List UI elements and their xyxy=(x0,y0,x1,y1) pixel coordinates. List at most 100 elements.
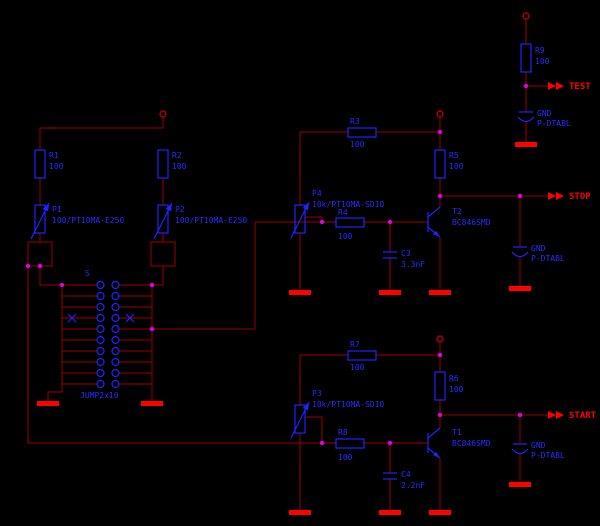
ref-label: C3 xyxy=(401,249,411,258)
wiper-arrowhead xyxy=(42,203,49,212)
no-connect-x-icon xyxy=(125,313,135,323)
connector-pin xyxy=(96,346,105,356)
value-label: 2.2nF xyxy=(401,481,425,490)
value-label: JUMP2x10 xyxy=(80,391,119,400)
value-label: 10k/PT10MA-SD10 xyxy=(312,200,384,209)
connector-pin xyxy=(111,280,120,290)
arrow-icon xyxy=(556,82,564,90)
wiper-arrowhead xyxy=(302,202,309,211)
junction-dot xyxy=(149,326,155,332)
connector-pin xyxy=(111,313,120,323)
junction-dot xyxy=(319,219,325,225)
signal-label-stop: STOP xyxy=(569,192,591,202)
connector-pin xyxy=(96,302,105,312)
resistor-r3: R3 100 xyxy=(347,117,377,149)
ref-label: GND xyxy=(531,441,546,450)
ground-bar xyxy=(515,142,537,147)
connector-pin xyxy=(96,335,105,345)
ref-label: R2 xyxy=(172,151,182,160)
signal-test: TEST xyxy=(548,82,591,92)
ground-bar xyxy=(289,510,311,515)
resistor-body xyxy=(335,217,365,228)
ref-label: R1 xyxy=(49,151,59,160)
connector-s: S JUMP2x10 xyxy=(67,269,135,400)
value-label: 100 xyxy=(535,57,550,66)
junction-dot xyxy=(437,129,443,135)
value-label: BC846SMD xyxy=(452,218,491,227)
wiper-arrowhead xyxy=(302,402,309,411)
connector-pin xyxy=(111,291,120,301)
junction-dot xyxy=(437,193,443,199)
supply-terminal xyxy=(436,335,444,343)
ref-label: C4 xyxy=(401,470,411,479)
resistor-r4: R4 100 xyxy=(335,208,365,241)
connector-pin xyxy=(96,357,105,367)
value-label: 3.3nF xyxy=(401,260,425,269)
ground-bar xyxy=(429,290,451,295)
value-label: P-DTABL xyxy=(531,451,565,460)
junction-dot xyxy=(59,282,65,288)
value-label: 100/PT10MA-E250 xyxy=(175,216,247,225)
value-label: P-DTABL xyxy=(531,254,565,263)
junction-dot xyxy=(25,263,31,269)
resistor-r6: R6 100 xyxy=(434,371,464,401)
ground-bar xyxy=(509,286,531,291)
ref-label: R3 xyxy=(350,117,360,126)
ref-label: P1 xyxy=(52,205,62,214)
junction-dot xyxy=(523,83,529,89)
resistor-body xyxy=(347,350,377,361)
resistor-r5: R5 100 xyxy=(434,149,464,179)
pot-body xyxy=(157,204,169,234)
connector-pin xyxy=(96,313,105,323)
pad-curve xyxy=(511,251,529,258)
ground-bar xyxy=(379,290,401,295)
ground-bar xyxy=(289,290,311,295)
ref-label: P3 xyxy=(312,389,322,398)
capacitor-c3: C3 3.3nF xyxy=(383,249,425,269)
junction-dot xyxy=(517,193,523,199)
junction-dot xyxy=(387,219,393,225)
pad-curve xyxy=(517,116,535,123)
arrow-icon xyxy=(548,192,556,200)
connector-pin xyxy=(111,368,120,378)
ref-label: T2 xyxy=(452,207,462,216)
value-label: P-DTABL xyxy=(537,119,571,128)
emitter-arrowhead xyxy=(433,451,440,458)
connector-pin xyxy=(111,302,120,312)
arrow-icon xyxy=(556,192,564,200)
signal-label-start: START xyxy=(569,411,597,421)
signal-start: START xyxy=(548,411,597,421)
transistor-t2: T2 BC846SMD xyxy=(427,206,491,238)
value-label: 100 xyxy=(49,162,64,171)
connector-pin xyxy=(96,291,105,301)
ref-label: T1 xyxy=(452,428,462,437)
wiper-loop-p2 xyxy=(150,241,176,267)
junction-dot xyxy=(437,412,443,418)
gnd-pad-stop: GND P-DTABL xyxy=(511,244,565,263)
gnd-pad-start: GND P-DTABL xyxy=(511,441,565,460)
arrow-icon xyxy=(548,411,556,419)
ref-label: R4 xyxy=(338,208,348,217)
resistor-body xyxy=(335,438,365,449)
collector-lead xyxy=(427,427,441,439)
resistor-body xyxy=(347,127,377,138)
transistor-t1: T1 BC846SMD xyxy=(427,427,491,459)
ref-label: P4 xyxy=(312,189,322,198)
ground-bar xyxy=(509,482,531,487)
ref-label: GND xyxy=(531,244,546,253)
wires xyxy=(27,19,548,510)
connector-pin xyxy=(96,379,105,389)
potentiometer-p2: P2 100/PT10MA-E250 xyxy=(153,202,247,240)
gnd-pad-test: GND P-DTABL xyxy=(517,109,571,128)
wiper-loop-p1 xyxy=(27,241,53,267)
signal-stop: STOP xyxy=(548,192,591,202)
capacitor-c4: C4 2.2nF xyxy=(383,470,425,490)
value-label: 100 xyxy=(350,140,365,149)
ref-label: R8 xyxy=(338,428,348,437)
connector-pin xyxy=(111,346,120,356)
value-label: 100 xyxy=(449,162,464,171)
wiper-arrowhead xyxy=(165,203,172,212)
supply-terminal xyxy=(522,12,530,20)
ref-label: S xyxy=(85,269,90,278)
resistor-body xyxy=(520,43,532,73)
